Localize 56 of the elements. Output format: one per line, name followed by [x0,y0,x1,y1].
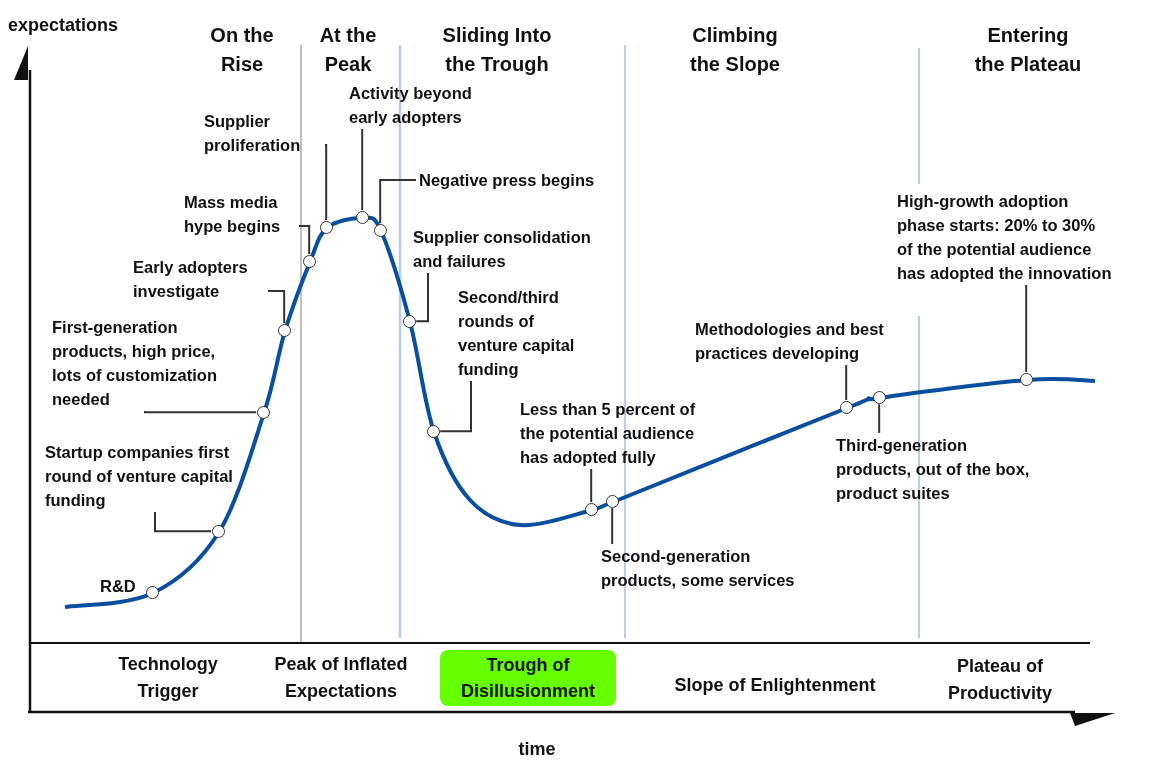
callout-text: Negative press begins [419,168,595,192]
callout-text: Second-generation products, some services [601,544,813,592]
callout-text: Supplier proliferation [204,109,322,157]
curve-point-marker [402,314,416,328]
curve-point-marker [302,254,316,268]
curve-point-marker [839,400,853,414]
curve-point-marker [584,502,598,516]
leader-line [415,272,429,323]
phase-name: Plateau of Productivity [947,655,1053,705]
phase-heading: Entering the Plateau [973,23,1083,77]
curve-point-marker [256,405,270,419]
leader-line [324,144,328,222]
callout-text: Supplier consolidation and failures [413,225,618,273]
leader-line [379,179,417,225]
curve-point-marker [355,210,369,224]
leader-line [298,225,311,256]
callout-text: Second/third rounds of venture capital funding [458,285,598,381]
axis-label: time [517,738,557,761]
curve-point-marker [872,390,886,404]
curve-point-marker [319,220,333,234]
highlighted-phase-label: Trough of Disillusionment [440,650,616,706]
phase-heading: On the Rise [209,23,275,77]
callout-text: Methodologies and best practices developing [695,317,909,365]
phase-heading: Sliding Into the Trough [441,23,553,77]
leader-line [361,128,364,212]
phase-name: Slope of Enlightenment [673,674,877,697]
leader-line [590,468,593,504]
callout-text: Mass media hype begins [184,190,296,238]
callout-text: High-growth adoption phase starts: 20% to 30% of the potential audience has adopted the innovation [897,189,1115,285]
phase-name: Technology Trigger [117,653,219,703]
curve-point-marker [426,424,440,438]
curve-point-marker [1019,372,1033,386]
callout-text: R&D [100,574,136,598]
leader-line [154,511,213,533]
callout-text: Activity beyond early adopters [349,81,491,129]
callout-text: Early adopters investigate [133,255,265,303]
leader-line [845,364,848,402]
leader-line [267,290,286,325]
leader-line [144,410,258,414]
curve-point-marker [605,494,619,508]
leader-line [611,507,614,545]
leader-line [878,403,881,434]
callout-text: Less than 5 percent of the potential audience has adopted fully [520,397,718,469]
curve-point-marker [211,524,225,538]
callout-text: Startup companies first round of venture capital funding [45,440,237,512]
axis-label: expectations [8,14,120,37]
phase-name: Peak of Inflated Expectations [273,653,409,703]
callout-text: Third-generation products, out of the box, product suites [836,433,1046,505]
leader-line [1025,284,1028,374]
curve-point-marker [145,585,159,599]
curve-point-marker [277,323,291,337]
phase-heading: Climbing the Slope [689,23,781,77]
leader-line [439,380,472,433]
curve-point-marker [373,223,387,237]
callout-text: First-generation products, high price, lots of customization needed [52,315,240,411]
phase-heading: At the Peak [318,23,378,77]
